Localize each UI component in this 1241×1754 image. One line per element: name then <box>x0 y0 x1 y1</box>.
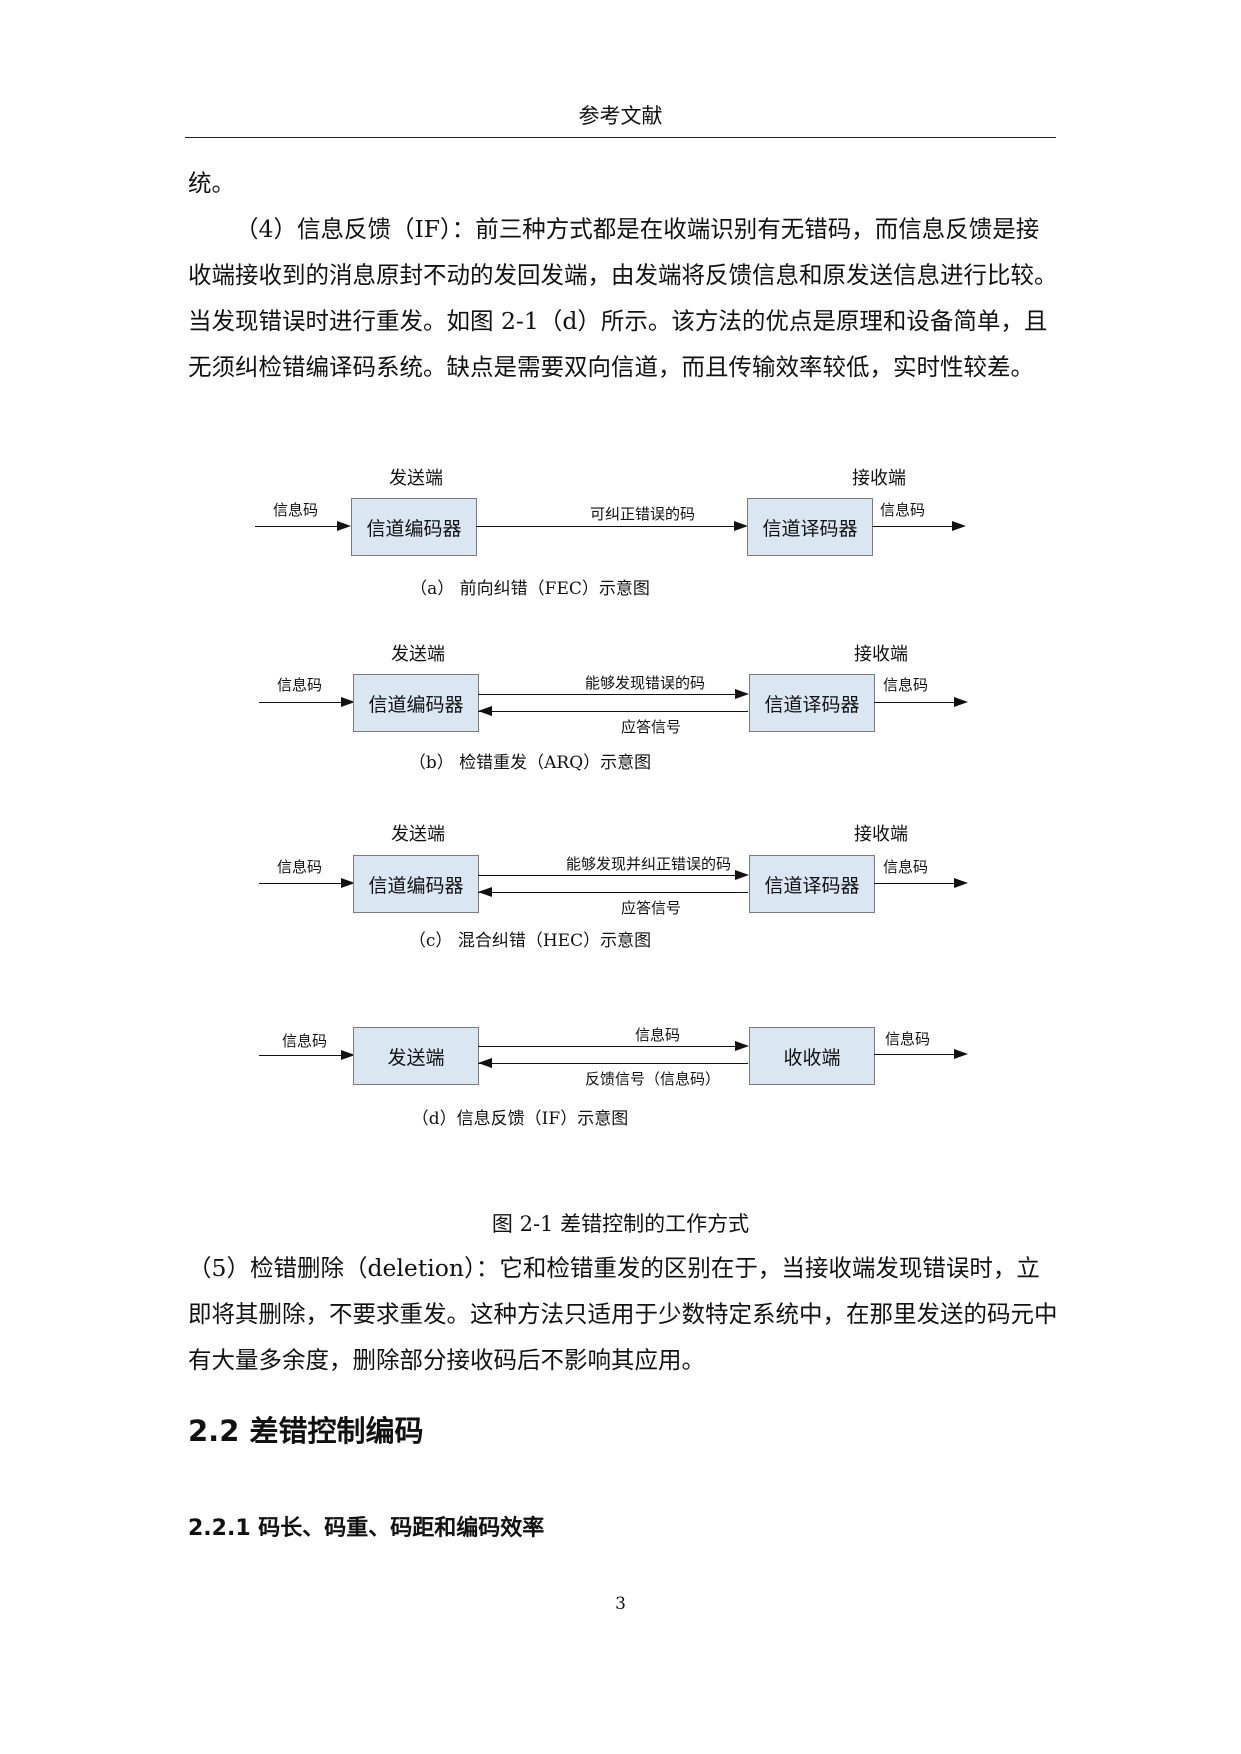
channel-decoder-box: 信道译码器 <box>749 674 875 732</box>
figure-b-caption: （b） 检错重发（ARQ）示意图 <box>408 753 652 773</box>
channel-encoder-box: 信道编码器 <box>353 674 479 732</box>
figure-c-caption: （c） 混合纠错（HEC）示意图 <box>408 931 652 951</box>
forward-arrow <box>478 694 745 695</box>
page-number: 3 <box>615 1594 626 1614</box>
input-arrow <box>259 883 351 884</box>
arrowhead <box>735 689 749 699</box>
output-arrow <box>874 1054 962 1055</box>
arrowhead <box>952 521 966 531</box>
forward-label: 能够发现并纠正错误的码 <box>566 855 732 873</box>
backward-label: 反馈信号（信息码） <box>585 1070 721 1088</box>
paragraph-continuation: 统。 <box>188 169 235 197</box>
forward-arrow <box>478 875 745 876</box>
arrowhead <box>954 697 968 707</box>
receiver-box: 收收端 <box>749 1027 875 1085</box>
receiver-end-label: 接收端 <box>854 644 908 665</box>
backward-arrow <box>478 1063 748 1064</box>
output-label: 信息码 <box>883 858 929 876</box>
arrowhead <box>734 521 748 531</box>
channel-encoder-box: 信道编码器 <box>353 855 479 913</box>
arrowhead <box>954 878 968 888</box>
receiver-end-label: 接收端 <box>852 468 906 489</box>
figure-b-arq: 发送端 接收端 信息码 信道编码器 能够发现错误的码 应答信号 信道译码器 信息… <box>255 632 1055 773</box>
forward-arrow <box>476 526 744 527</box>
input-label: 信息码 <box>282 1032 328 1050</box>
page-header: 参考文献 <box>578 104 663 128</box>
output-label: 信息码 <box>883 676 929 694</box>
input-label: 信息码 <box>277 676 323 694</box>
output-arrow <box>872 526 960 527</box>
output-label: 信息码 <box>885 1030 931 1048</box>
figure-caption: 图 2-1 差错控制的工作方式 <box>491 1212 750 1236</box>
input-arrow <box>259 702 351 703</box>
figure-a-caption: （a） 前向纠错（FEC）示意图 <box>410 579 650 599</box>
figure-d-caption: （d）信息反馈（IF）示意图 <box>411 1109 629 1129</box>
channel-decoder-box: 信道译码器 <box>749 855 875 913</box>
paragraph-information-feedback: （4）信息反馈（IF）：前三种方式都是在收端识别有无错码，而信息反馈是接收端接收… <box>188 215 1058 381</box>
arrowhead <box>735 870 749 880</box>
output-arrow <box>874 883 962 884</box>
forward-label: 能够发现错误的码 <box>585 674 706 692</box>
channel-encoder-box: 信道编码器 <box>351 498 477 556</box>
arrowhead <box>341 1050 355 1060</box>
input-arrow <box>255 526 347 527</box>
backward-arrow <box>478 892 748 893</box>
sender-box: 发送端 <box>353 1027 479 1085</box>
paragraph-deletion: （5）检错删除（deletion）：它和检错重发的区别在于，当接收端发现错误时，… <box>188 1254 1058 1374</box>
output-label: 信息码 <box>880 501 926 519</box>
arrowhead <box>954 1049 968 1059</box>
backward-label: 应答信号 <box>621 899 682 917</box>
arrowhead <box>341 697 355 707</box>
arrowhead <box>337 521 351 531</box>
forward-label: 信息码 <box>635 1026 681 1044</box>
figure-c-hec: 发送端 接收端 信息码 信道编码器 能够发现并纠正错误的码 应答信号 信道译码器… <box>255 812 1055 952</box>
arrowhead <box>478 887 492 897</box>
arrowhead <box>478 706 492 716</box>
arrowhead <box>478 1058 492 1068</box>
input-label: 信息码 <box>273 501 319 519</box>
backward-arrow <box>478 711 748 712</box>
sender-end-label: 发送端 <box>391 644 445 665</box>
backward-label: 应答信号 <box>621 718 682 736</box>
output-arrow <box>874 702 962 703</box>
header-rule <box>185 137 1056 138</box>
sender-end-label: 发送端 <box>391 824 445 845</box>
input-arrow <box>259 1055 351 1056</box>
figure-a-fec: 发送端 接收端 信息码 信道编码器 可纠正错误的码 信道译码器 信息码 （a） … <box>255 456 1055 599</box>
figure-d-if: 信息码 发送端 信息码 反馈信号（信息码） 收收端 信息码 （d）信息反馈（IF… <box>255 1000 1055 1140</box>
sender-end-label: 发送端 <box>389 468 443 489</box>
input-label: 信息码 <box>277 858 323 876</box>
forward-label: 可纠正错误的码 <box>590 505 696 523</box>
channel-decoder-box: 信道译码器 <box>747 498 873 556</box>
section-heading: 2.2 差错控制编码 <box>188 1414 424 1448</box>
arrowhead <box>735 1041 749 1051</box>
arrowhead <box>341 878 355 888</box>
subsection-heading: 2.2.1 码长、码重、码距和编码效率 <box>188 1516 545 1541</box>
forward-arrow <box>478 1046 745 1047</box>
receiver-end-label: 接收端 <box>854 824 908 845</box>
